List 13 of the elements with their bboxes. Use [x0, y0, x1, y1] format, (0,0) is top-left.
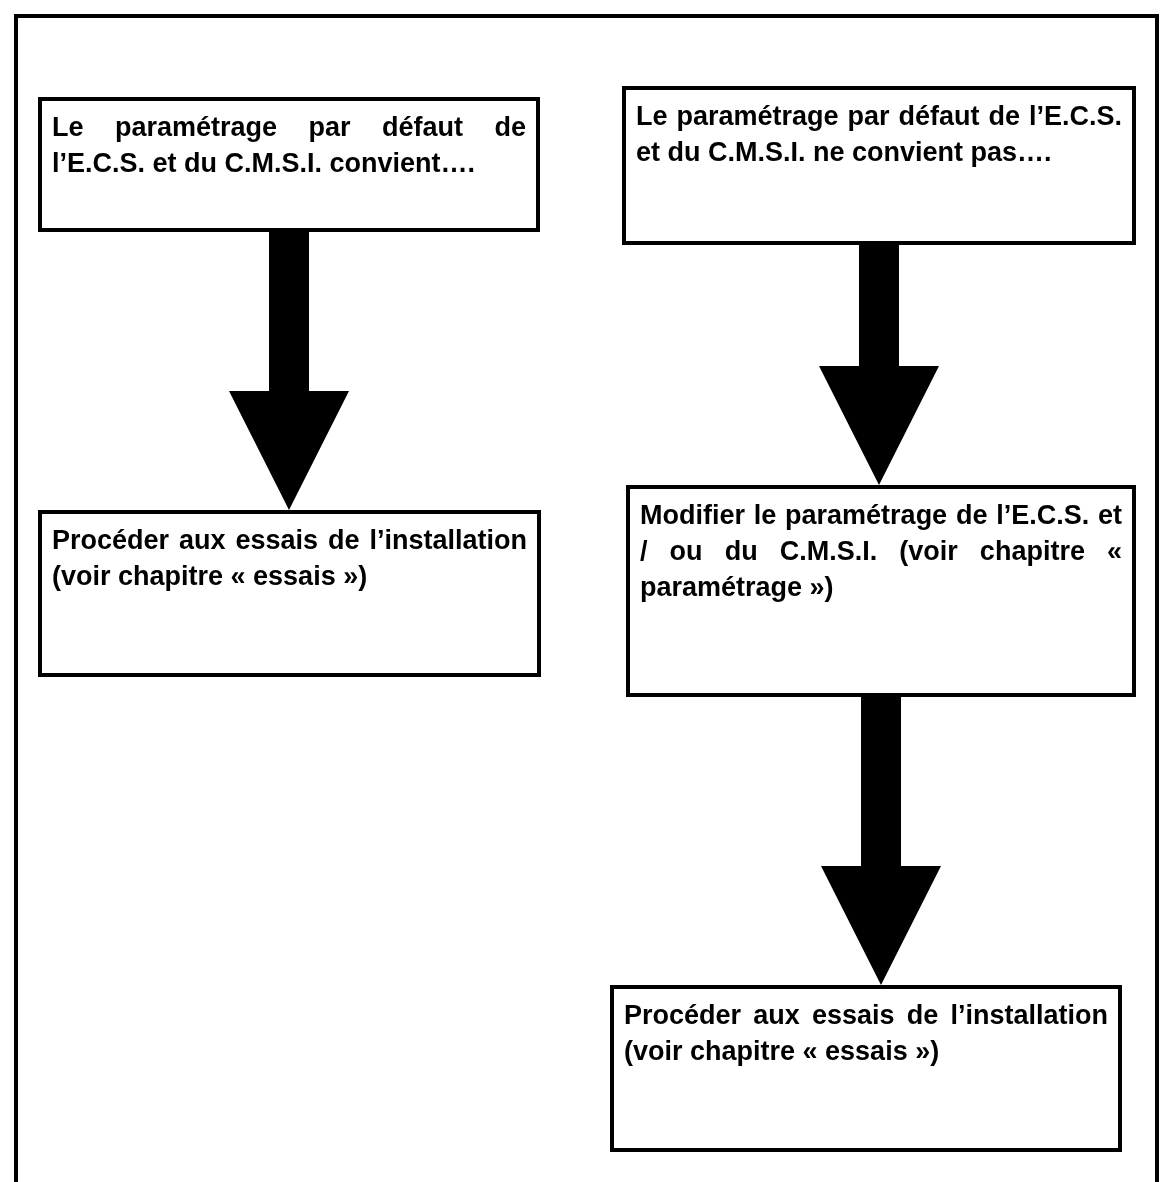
block-arrow — [819, 245, 939, 485]
process-box — [610, 985, 1122, 1152]
step-text: Modifier le paramétrage de l’E.C.S. et / ou du C.M.S.I. (voir chapitre « paramétrage ») — [640, 499, 1122, 604]
block-arrow — [821, 697, 941, 985]
process-box — [622, 86, 1136, 245]
process-box — [626, 485, 1136, 697]
step-text: Le paramétrage par défaut de l’E.C.S. et du C.M.S.I. ne convient pas…. — [636, 100, 1122, 169]
step-text: Le paramétrage par défaut de l’E.C.S. et du C.M.S.I. convient…. — [52, 111, 526, 180]
process-box — [38, 510, 541, 677]
step-text: Procéder aux essais de l’installation (voir chapitre « essais ») — [624, 999, 1108, 1068]
block-arrow — [229, 232, 349, 510]
process-box — [38, 97, 540, 232]
step-text: Procéder aux essais de l’installation (voir chapitre « essais ») — [52, 524, 527, 593]
